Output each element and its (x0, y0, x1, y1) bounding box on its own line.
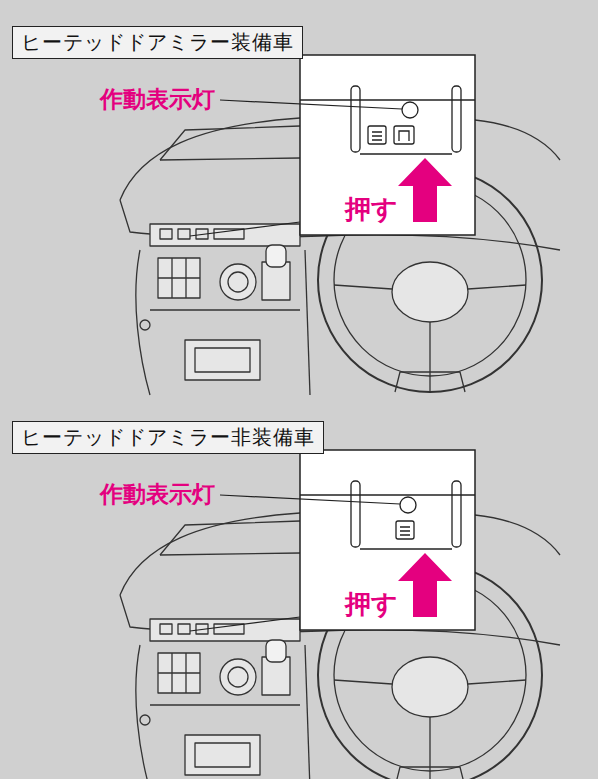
indicator-lamp (402, 102, 418, 118)
push-label: 押す (344, 192, 399, 227)
leader-line (220, 495, 400, 504)
heading-text: ヒーテッドドアミラー装備車 (21, 29, 294, 56)
leader-line (220, 100, 402, 109)
push-arrow (398, 553, 452, 617)
panel-edge (300, 99, 475, 100)
inset-leader (190, 617, 300, 631)
defogger-button (368, 126, 386, 144)
mirror-heater-button (394, 126, 414, 144)
panel-edge (300, 494, 475, 495)
callout-label: 作動表示灯 (100, 84, 215, 115)
trim-pillar (351, 86, 360, 152)
panel-edge (360, 153, 452, 154)
defogger-symbol (400, 527, 410, 535)
heading-box: ヒーテッドドアミラー非装備車 (12, 421, 324, 454)
inset-leader (190, 222, 300, 236)
trim-pillar (452, 86, 461, 152)
trim-pillar (452, 481, 461, 547)
defogger-symbol (372, 132, 382, 140)
trim-pillar (351, 481, 360, 547)
inset-box (300, 450, 475, 630)
push-label: 押す (344, 587, 399, 622)
heading-box: ヒーテッドドアミラー装備車 (12, 26, 303, 59)
indicator-lamp (400, 497, 416, 513)
heading-text: ヒーテッドドアミラー非装備車 (21, 424, 315, 451)
inset-box (300, 55, 475, 235)
mirror-symbol (399, 131, 409, 141)
push-arrow (398, 158, 452, 222)
defogger-button (396, 521, 414, 539)
panel-edge (360, 548, 452, 549)
callout-label: 作動表示灯 (100, 479, 215, 510)
